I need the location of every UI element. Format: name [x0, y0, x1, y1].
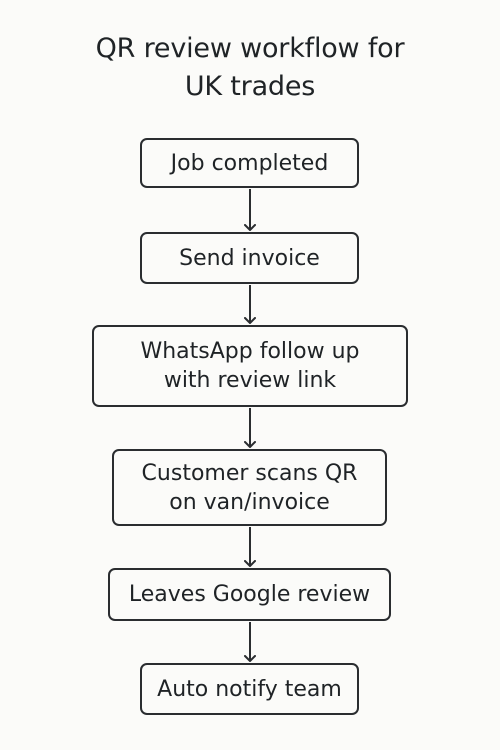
step-leaves-google-review: Leaves Google review: [108, 568, 391, 621]
diagram-title-line-1: QR review workflow for: [95, 33, 405, 64]
step-label: Job completed: [170, 150, 329, 176]
diagram-title-line-2: UK trades: [184, 71, 316, 102]
step-label-line-2: with review link: [163, 368, 337, 393]
step-auto-notify-team: Auto notify team: [140, 663, 359, 715]
step-whatsapp-follow-up: WhatsApp follow up with review link: [92, 325, 408, 407]
step-send-invoice: Send invoice: [140, 232, 359, 284]
step-customer-scans-qr: Customer scans QR on van/invoice: [112, 449, 387, 526]
step-label: Leaves Google review: [128, 582, 371, 607]
step-label: Auto notify team: [157, 676, 342, 702]
step-label: Send invoice: [179, 245, 320, 271]
step-label-line-1: WhatsApp follow up: [140, 339, 360, 364]
diagram-title: QR review workflow for UK trades: [40, 30, 460, 106]
step-job-completed: Job completed: [140, 138, 359, 188]
step-label-line-2: on van/invoice: [169, 489, 330, 515]
step-label-line-1: Customer scans QR: [141, 460, 358, 486]
